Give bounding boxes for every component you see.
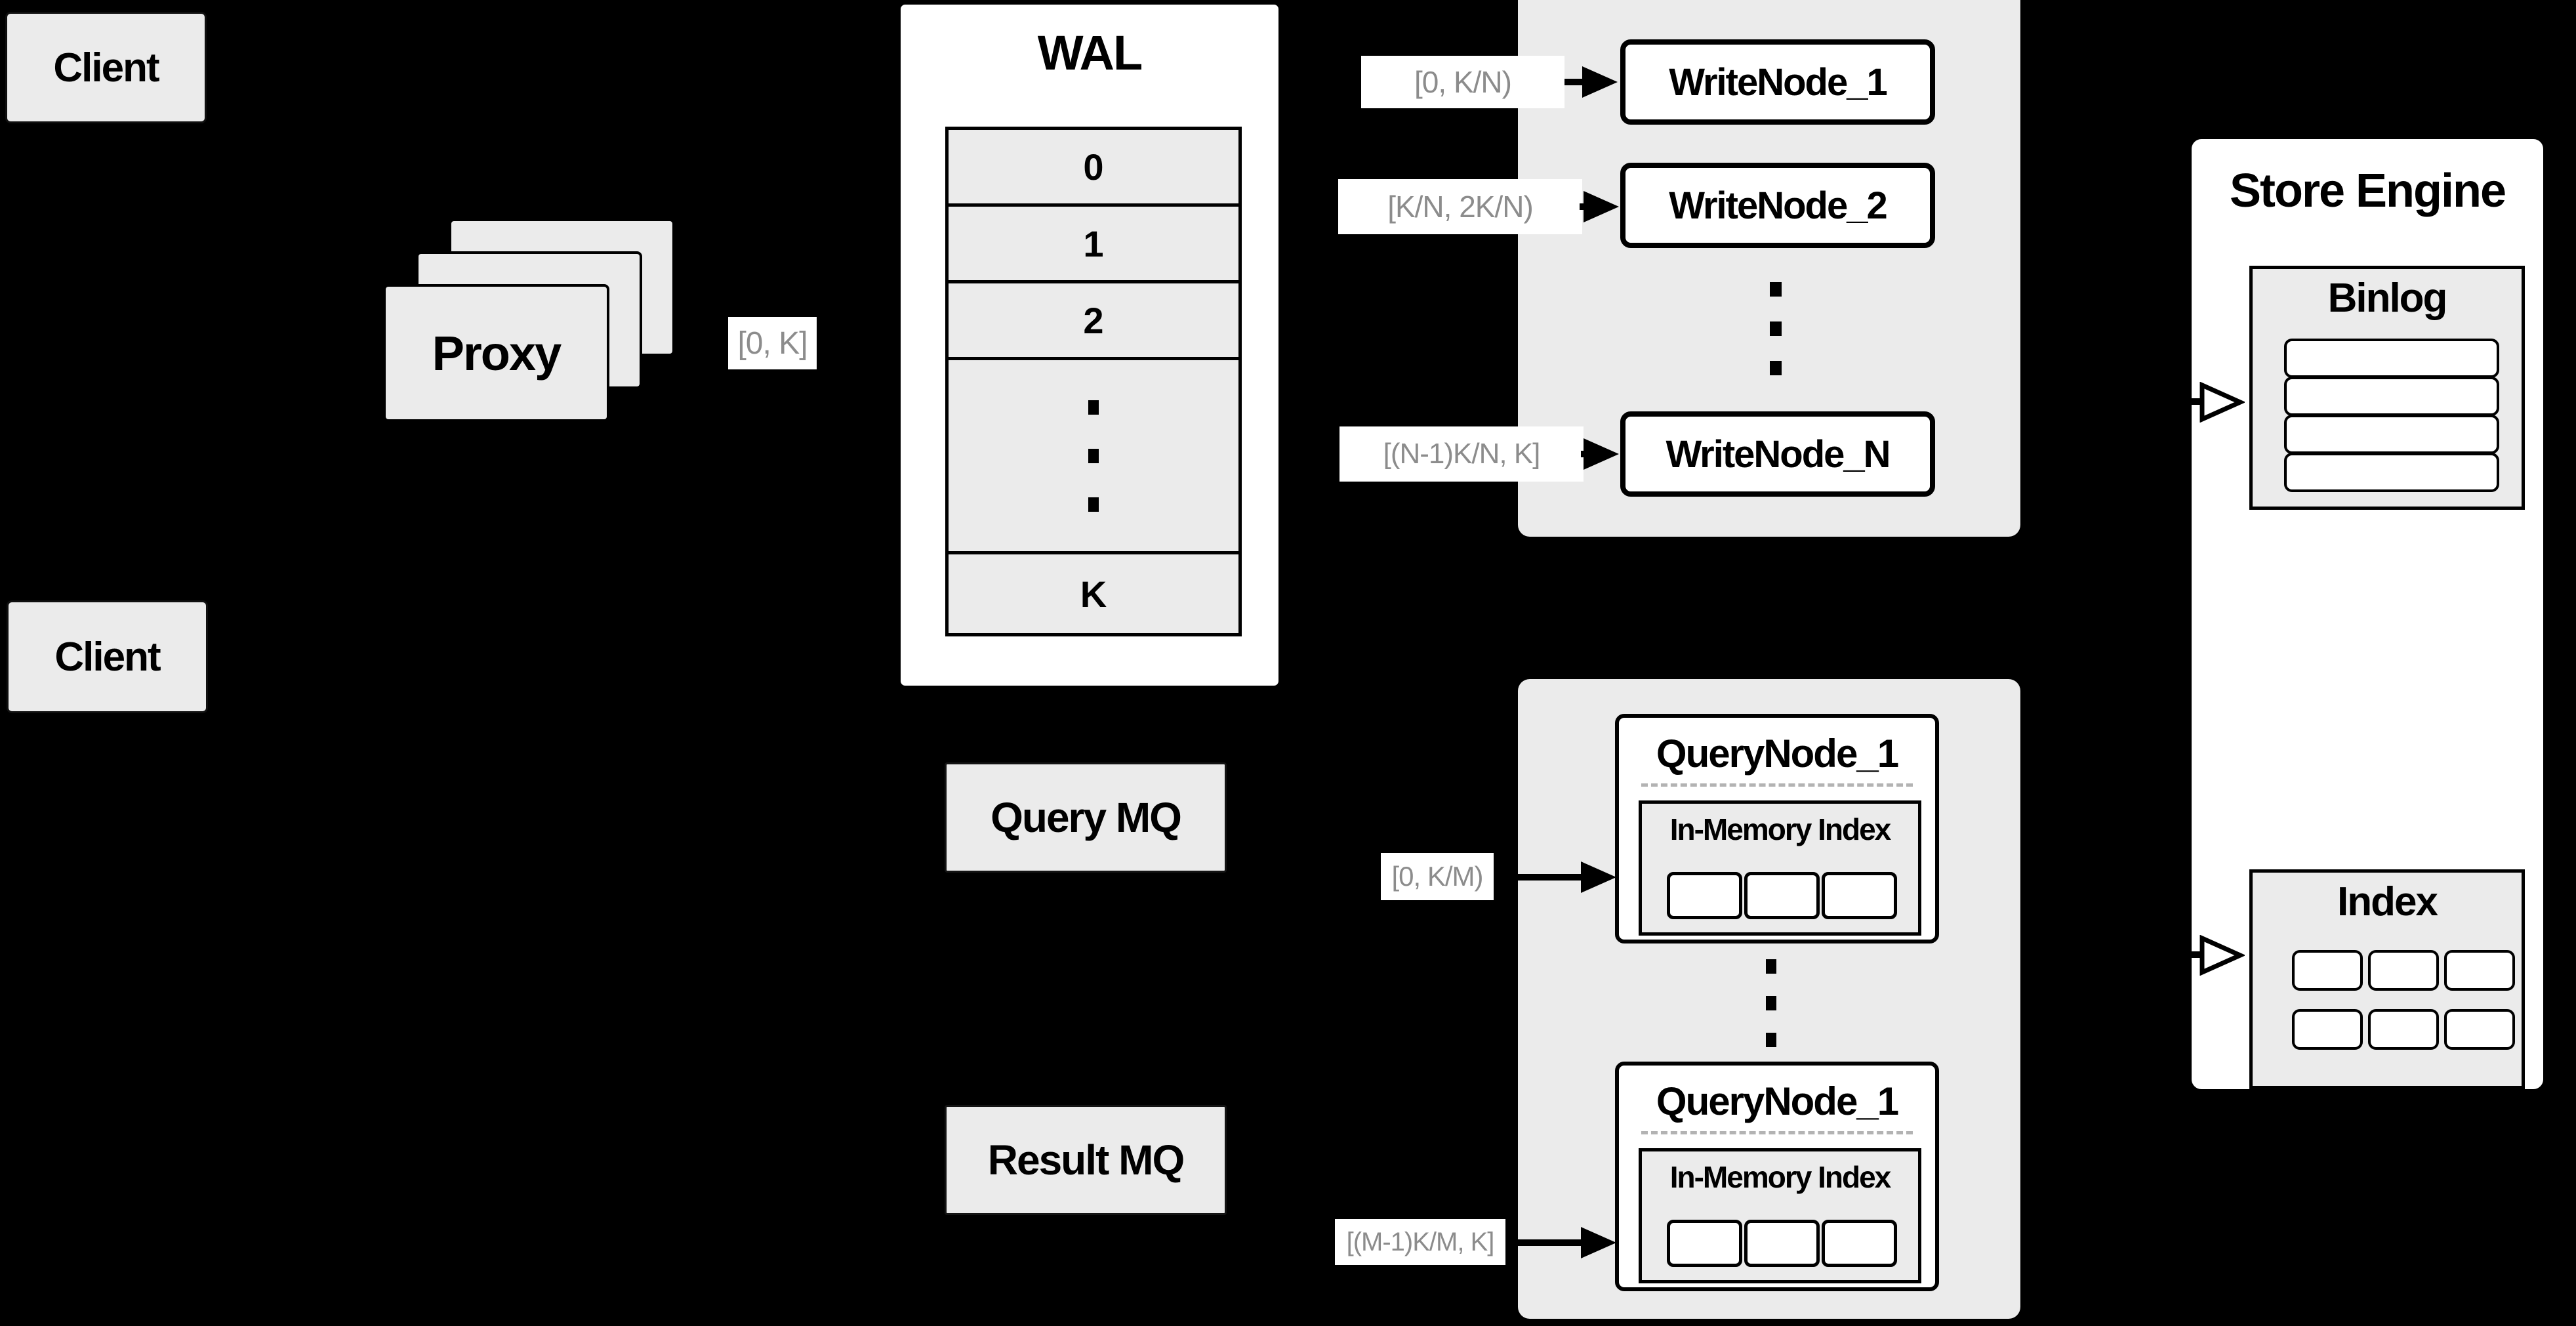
open-arrow-head: [2199, 935, 2245, 976]
proxy-box-front: Proxy: [383, 284, 609, 422]
proxy-label: Proxy: [432, 325, 562, 381]
range-chip-querynode-1-text: [0, K/M): [1391, 861, 1483, 892]
write-node-1-label: WriteNode_1: [1669, 60, 1887, 104]
ellipsis-dot: [1766, 959, 1776, 974]
wal-segment-row: 2: [949, 283, 1238, 360]
wal-title: WAL: [1037, 25, 1143, 80]
ellipsis-dot: [1766, 996, 1776, 1010]
range-chip-writenode-2: [K/N, 2K/N): [1338, 179, 1582, 234]
arrow-head: [1581, 1227, 1616, 1258]
wal-segment-row: K: [949, 554, 1238, 633]
range-chip-writenode-2-text: [K/N, 2K/N): [1387, 190, 1534, 224]
arrow-shaft: [1505, 1239, 1585, 1246]
binlog-title: Binlog: [2327, 275, 2448, 321]
wal-box: WAL 0 1 2 K: [897, 1, 1282, 689]
binlog-row: [2284, 377, 2499, 416]
binlog-row: [2284, 339, 2499, 378]
dashed-divider: [1641, 783, 1913, 787]
query-node-1-title: QueryNode_1: [1656, 731, 1899, 776]
wal-segment-table: 0 1 2 K: [945, 127, 1242, 636]
in-memory-index-box: In-Memory Index: [1639, 800, 1921, 936]
arrow-head: [1582, 66, 1618, 98]
index-segment-cell: [2292, 950, 2363, 991]
client-box-top: Client: [5, 12, 207, 123]
range-chip-proxy: [0, K]: [728, 317, 817, 369]
range-chip-writenode-1-text: [0, K/N): [1414, 65, 1512, 99]
arrow-shaft: [1494, 874, 1585, 881]
result-mq-box: Result MQ: [945, 1105, 1227, 1215]
client-bottom-label: Client: [54, 634, 161, 680]
range-chip-querynode-1: [0, K/M): [1381, 853, 1494, 900]
query-node-2: QueryNode_1 In-Memory Index: [1615, 1062, 1939, 1291]
index-segment-cell: [1822, 872, 1897, 919]
index-segment-cell: [2368, 950, 2439, 991]
open-arrow-head: [2199, 382, 2245, 423]
store-engine-title: Store Engine: [2229, 165, 2506, 217]
binlog-box: Binlog: [2249, 266, 2525, 510]
binlog-row: [2284, 453, 2499, 492]
query-mq-label: Query MQ: [991, 794, 1182, 841]
write-node-n-label: WriteNode_N: [1666, 432, 1891, 476]
query-mq-box: Query MQ: [945, 762, 1227, 873]
client-top-label: Client: [53, 45, 159, 91]
ellipsis-dot: [1770, 282, 1782, 297]
in-memory-index-box: In-Memory Index: [1639, 1148, 1921, 1283]
index-segment-cell: [1667, 872, 1742, 919]
in-memory-index-title: In-Memory Index: [1669, 812, 1892, 846]
ellipsis-dot: [1770, 361, 1782, 375]
arrow-shaft: [2060, 951, 2207, 958]
store-engine-box: Store Engine Binlog Index: [2188, 136, 2546, 1092]
ellipsis-dot: [1766, 1033, 1776, 1047]
arrow-head: [1584, 191, 1619, 222]
range-chip-writenode-n: [(N-1)K/N, K]: [1339, 426, 1584, 482]
ellipsis-dot: [1770, 321, 1782, 336]
arrow-head: [1581, 861, 1616, 893]
index-segment-cell: [2368, 1009, 2439, 1050]
in-memory-index-title: In-Memory Index: [1669, 1160, 1892, 1194]
write-node-1: WriteNode_1: [1620, 39, 1935, 125]
client-box-bottom: Client: [7, 600, 208, 713]
ellipsis-dot: [1088, 497, 1099, 512]
index-segment-cell: [1744, 872, 1820, 919]
query-node-2-title: QueryNode_1: [1656, 1079, 1899, 1123]
wal-segment-row: 1: [949, 207, 1238, 283]
wal-segment-row: 0: [949, 130, 1238, 207]
dashed-divider: [1641, 1131, 1913, 1134]
arrow-shaft: [2060, 398, 2207, 405]
query-node-1: QueryNode_1 In-Memory Index: [1615, 714, 1939, 943]
ellipsis-dot: [1088, 400, 1099, 415]
range-chip-querynode-2: [(M-1)K/M, K]: [1335, 1219, 1505, 1265]
binlog-row: [2284, 415, 2499, 454]
write-node-n: WriteNode_N: [1620, 411, 1935, 497]
index-segment-cell: [1744, 1220, 1820, 1267]
index-title: Index: [2337, 879, 2438, 924]
write-node-2-label: WriteNode_2: [1669, 184, 1887, 227]
index-segment-cell: [2444, 950, 2515, 991]
index-segment-cell: [2292, 1009, 2363, 1050]
range-chip-writenode-1: [0, K/N): [1361, 56, 1564, 108]
index-segment-cell: [2444, 1009, 2515, 1050]
range-chip-writenode-n-text: [(N-1)K/N, K]: [1383, 438, 1541, 470]
index-segment-cell: [1822, 1220, 1897, 1267]
ellipsis-dot: [1088, 448, 1099, 463]
wal-ellipsis-row: [949, 360, 1238, 554]
arrow-head: [1584, 438, 1619, 470]
range-chip-proxy-text: [0, K]: [737, 325, 808, 361]
range-chip-querynode-2-text: [(M-1)K/M, K]: [1346, 1227, 1495, 1256]
index-segment-cell: [1667, 1220, 1742, 1267]
write-node-2: WriteNode_2: [1620, 163, 1935, 248]
result-mq-label: Result MQ: [987, 1136, 1185, 1184]
index-box: Index: [2249, 869, 2525, 1089]
